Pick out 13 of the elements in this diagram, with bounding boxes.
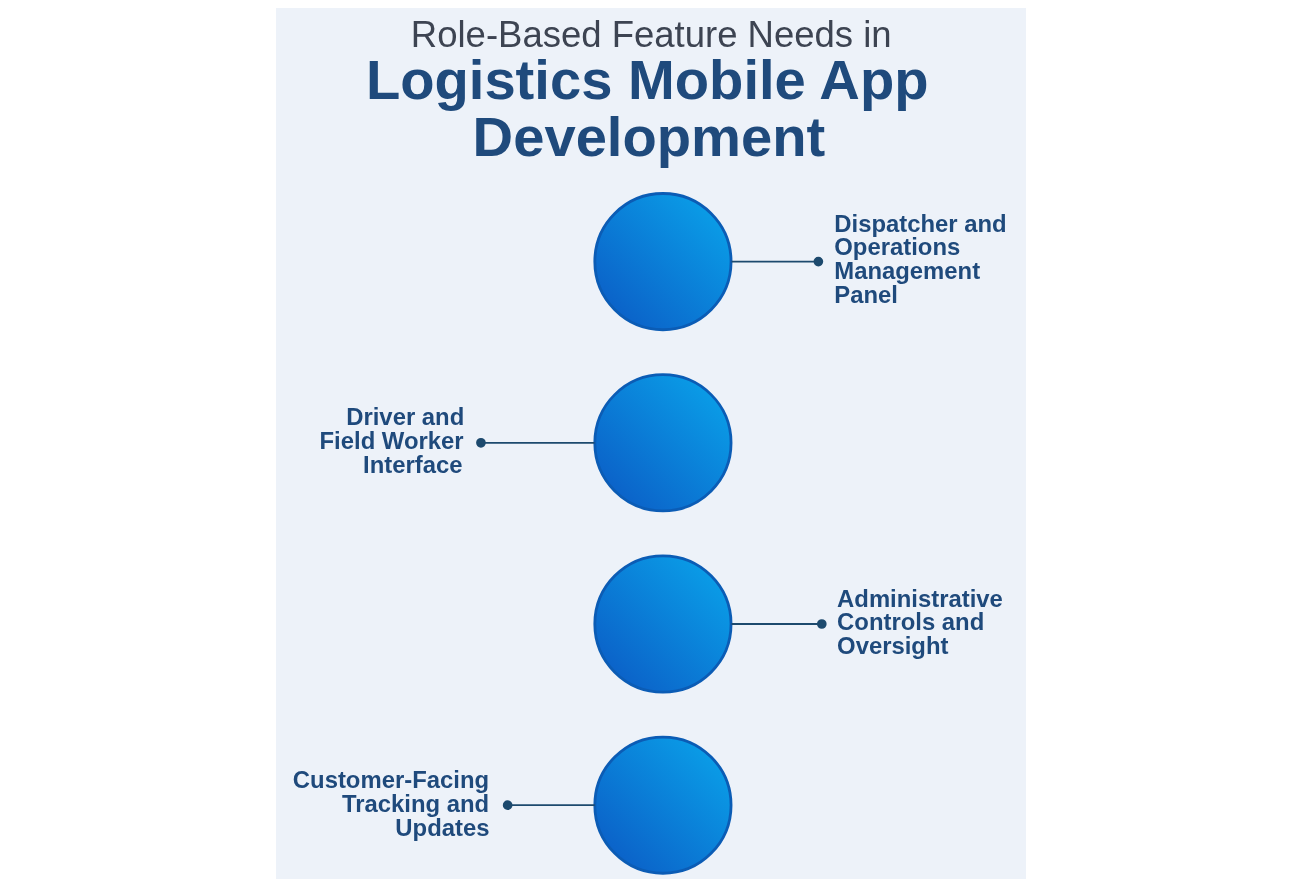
node-circle — [592, 373, 732, 513]
connector — [502, 800, 596, 810]
node-circle — [592, 192, 732, 332]
node-circle — [592, 735, 732, 875]
node-text: Dispatcher and Operations Management Panel — [833, 209, 1007, 309]
node-text: Administrative Controls and Oversight — [836, 584, 1003, 660]
node-circle — [592, 554, 732, 694]
connector — [475, 437, 595, 448]
connector — [730, 619, 827, 629]
diagram-title: Role-Based Feature Needs in Logistics Mobile App Development — [365, 14, 928, 168]
node-text: Customer-Facing Tracking and Updates — [292, 765, 490, 841]
node-text: Driver and Field Worker Interface — [319, 403, 464, 479]
connector — [730, 256, 823, 267]
